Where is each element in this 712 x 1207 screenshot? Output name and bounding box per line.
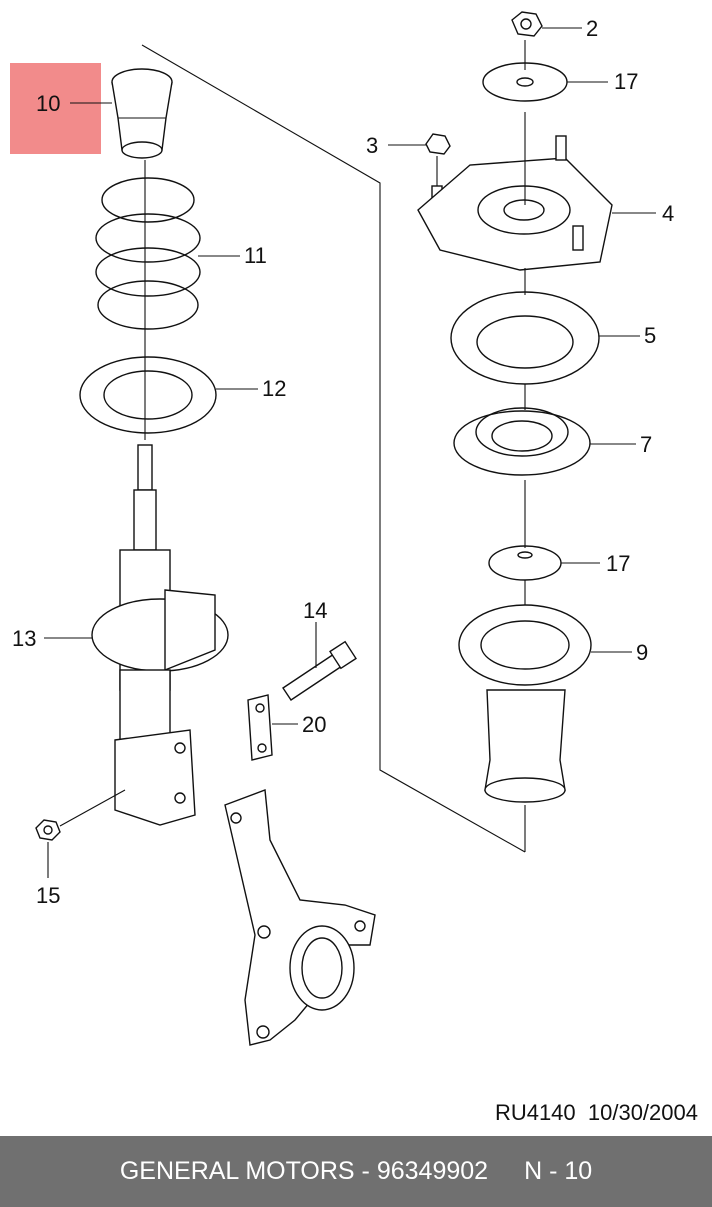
leader-lines [44, 27, 656, 878]
strut-mount-part [417, 135, 613, 271]
callout-5: 5 [644, 323, 656, 348]
callout-11: 11 [244, 243, 267, 268]
washer-part-17-lower [488, 545, 562, 581]
nut-part-15 [35, 789, 126, 841]
footer-bar: GENERAL MOTORS - 96349902 N - 10 [0, 1136, 712, 1207]
upper-seat-part [453, 407, 591, 476]
bump-stop-part [111, 68, 173, 159]
bearing-part [450, 291, 600, 385]
drawing-reference: RU4140 10/30/2004 [494, 1100, 698, 1125]
strut-assembly-part [91, 444, 229, 826]
callout-20: 20 [302, 712, 326, 737]
steering-knuckle-part [224, 789, 376, 1046]
callout-9: 9 [636, 640, 648, 665]
callout-4: 4 [662, 201, 674, 226]
dust-boot-part [458, 604, 592, 803]
cam-plate-part [247, 694, 273, 761]
bolt-part [282, 640, 357, 701]
callout-14: 14 [303, 598, 327, 623]
footer-page-ref: N - 10 [524, 1157, 593, 1185]
callout-7: 7 [640, 432, 652, 457]
footer-brand-part-number: GENERAL MOTORS - 96349902 [119, 1157, 489, 1185]
callout-10: 10 [36, 91, 60, 116]
callout-15: 15 [36, 883, 60, 908]
callout-17-lower: 17 [606, 551, 630, 576]
group-bracket [141, 44, 526, 853]
highlight-box-part-10 [10, 63, 101, 154]
callout-12: 12 [262, 376, 286, 401]
callout-17-upper: 17 [614, 69, 638, 94]
callout-3: 3 [366, 133, 378, 158]
callout-13: 13 [12, 626, 36, 651]
spring-seat-part [79, 345, 217, 440]
top-nut-part [511, 11, 543, 37]
exploded-parts-diagram: 10 11 12 13 14 20 15 2 17 3 4 5 7 17 9 [12, 11, 674, 1046]
callout-2: 2 [586, 16, 598, 41]
coil-spring-part [95, 160, 201, 345]
